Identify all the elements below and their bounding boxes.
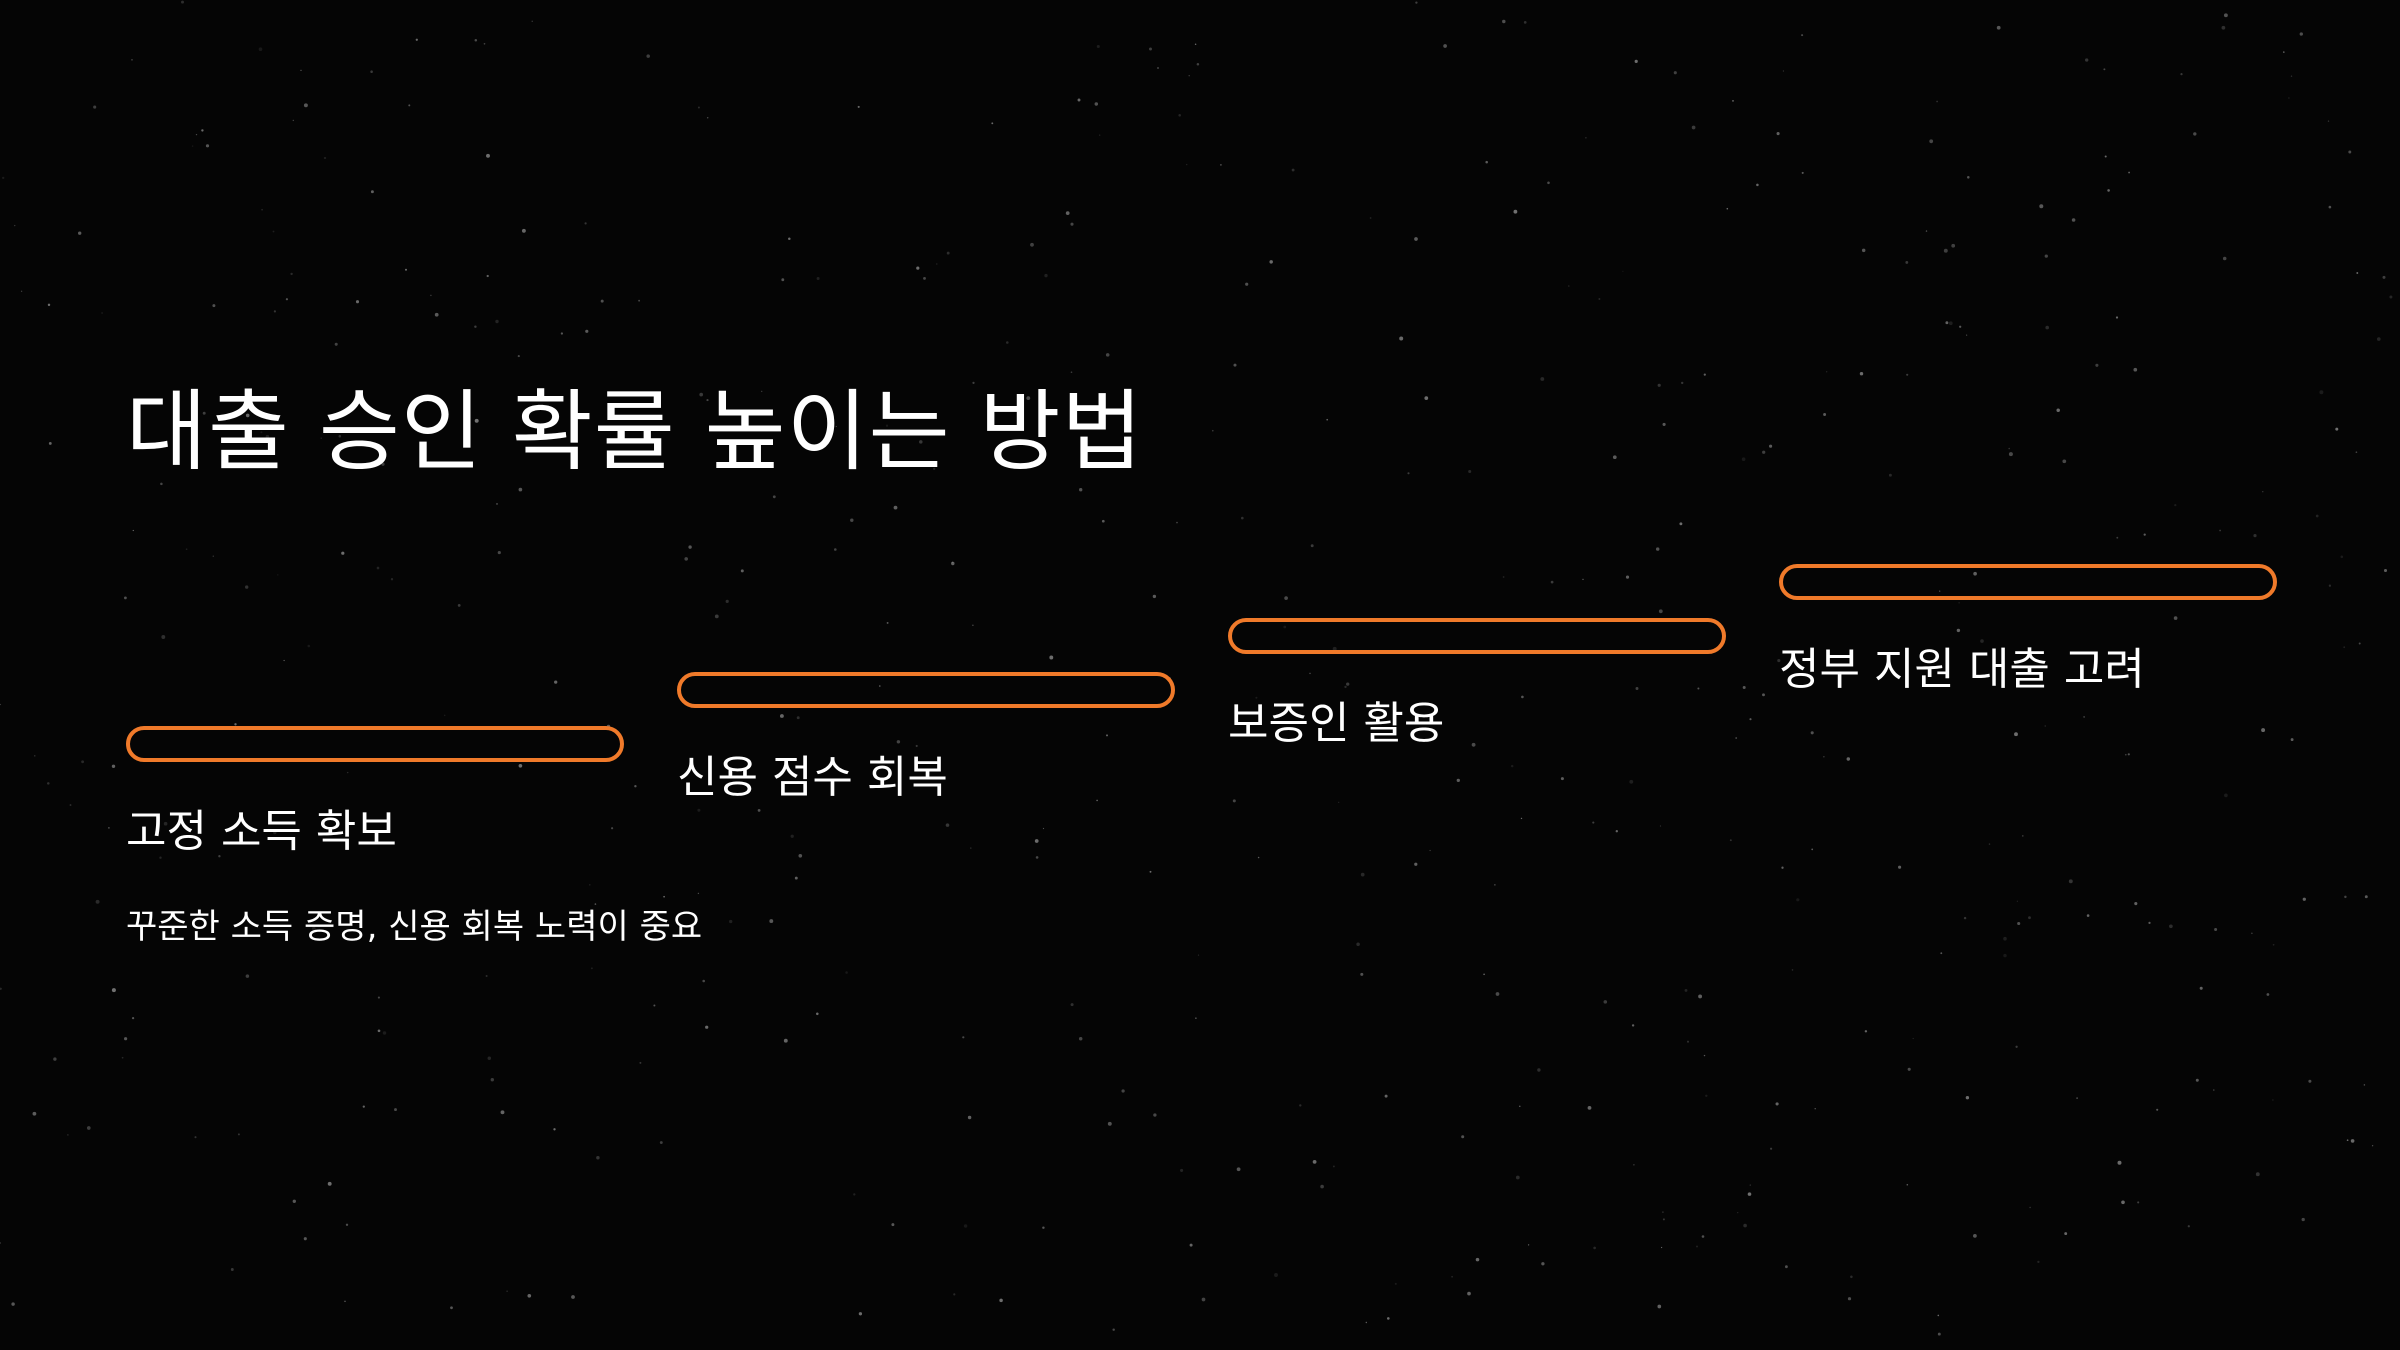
- step-1-label: 고정 소득 확보: [126, 806, 397, 857]
- slide-title: 대출 승인 확률 높이는 방법: [126, 380, 1144, 483]
- step-2: 신용 점수 회복: [677, 672, 1175, 808]
- step-3-label: 보증인 활용: [1228, 698, 1445, 749]
- step-1: 고정 소득 확보 꾸준한 소득 증명, 신용 회복 노력이 중요: [126, 726, 703, 952]
- step-1-description: 꾸준한 소득 증명, 신용 회복 노력이 중요: [126, 907, 703, 947]
- step-2-bar: [677, 672, 1175, 708]
- step-3: 보증인 활용: [1228, 618, 1726, 754]
- step-3-bar: [1228, 618, 1726, 654]
- step-2-label: 신용 점수 회복: [677, 752, 948, 803]
- step-1-bar: [126, 726, 624, 762]
- step-4-bar: [1779, 564, 2277, 600]
- step-4-label: 정부 지원 대출 고려: [1779, 644, 2145, 695]
- step-4: 정부 지원 대출 고려: [1779, 564, 2277, 700]
